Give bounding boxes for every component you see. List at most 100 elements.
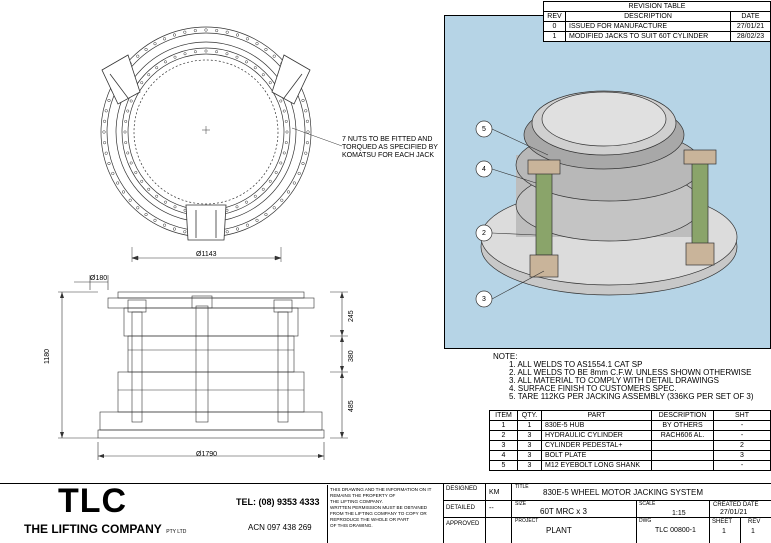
bolt-hole	[255, 218, 259, 222]
bolt-hole	[268, 81, 272, 85]
elevation-dim-segment: 380	[348, 350, 355, 362]
bolt-hole	[264, 47, 268, 52]
table-row: 3 3 CYLINDER PEDESTAL+ 2	[489, 440, 771, 451]
bolt-hole	[193, 50, 197, 54]
bolt-hole	[155, 194, 159, 198]
company-acn: ACN 097 438 269	[248, 523, 312, 532]
company-name: THE LIFTING COMPANY	[24, 522, 162, 536]
bolt-hole	[134, 171, 138, 174]
company-logo: TLC	[58, 482, 128, 520]
bolt-hole	[253, 194, 257, 198]
iso-balloon-label: 5	[482, 126, 486, 133]
bolt-hole	[103, 141, 107, 145]
bom-header: ITEM	[489, 410, 518, 421]
revision-cell: 28/02/23	[730, 31, 771, 42]
tb-divider	[511, 483, 512, 543]
bom-header: QTY.	[517, 410, 542, 421]
size-label: SIZE	[515, 501, 527, 507]
bolt-hole	[272, 206, 276, 210]
bolt-hole	[123, 130, 127, 134]
disclaimer-line: OF THIS DRAWING.	[330, 523, 373, 528]
note-item: 4. SURFACE FINISH TO CUSTOMERS SPEC.	[509, 384, 677, 393]
bolt-hole	[272, 54, 276, 58]
bom-cell: 1	[517, 420, 542, 431]
dwg-label: DWG	[639, 518, 652, 524]
bolt-hole	[235, 227, 240, 231]
bolt-hole	[261, 73, 265, 77]
bom-cell: BY OTHERS	[651, 420, 714, 431]
elevation-dim-bottom: Ø1790	[196, 451, 218, 458]
company-tel: TEL: (08) 9353 4333	[236, 497, 320, 507]
bom-cell: 3	[517, 450, 542, 461]
bolt-hole	[129, 161, 133, 165]
bom-cell: BOLT PLATE	[541, 450, 652, 461]
created-label: CREATED DATE	[713, 502, 759, 508]
bolt-hole	[121, 190, 126, 194]
bom-cell: RACH606 AL.	[651, 430, 714, 441]
disclaimer-line: REMAINS THE PROPERTY OF	[330, 493, 396, 498]
disclaimer-line: WRITTEN PERMISSION MUST BE OBTAINED	[330, 505, 428, 510]
bom-cell: 830E-5 HUB	[541, 420, 652, 431]
revision-cell: 1	[543, 31, 566, 42]
revision-header: DATE	[730, 11, 771, 22]
table-row: 0 ISSUED FOR MANUFACTURE 27/01/21	[543, 21, 771, 32]
revision-header: DESCRIPTION	[565, 11, 731, 22]
bom-cell: HYDRAULIC CYLINDER	[541, 430, 652, 441]
bolt-hole	[204, 49, 208, 53]
detailed-label: DETAILED	[446, 505, 475, 511]
bolt-hole	[153, 218, 157, 222]
bom-cell: 2	[489, 430, 518, 441]
bolt-hole	[282, 151, 286, 155]
tb-divider	[443, 500, 771, 501]
bolt-hole	[274, 171, 278, 174]
scale-value: 1:15	[672, 510, 686, 517]
bolt-hole	[107, 161, 111, 166]
bolt-hole	[268, 179, 272, 183]
bolt-hole	[225, 52, 229, 56]
disclaimer-line: FROM THE LIFTING COMPANY TO COPY OR	[330, 511, 427, 516]
revision-cell: 0	[543, 21, 566, 32]
bolt-hole	[183, 230, 187, 234]
note-item: 2. ALL WELDS TO BE 8mm C.F.W. UNLESS SHO…	[509, 368, 752, 377]
bolt-hole	[104, 109, 108, 113]
bom-cell: 5	[489, 460, 518, 471]
bom-cell	[651, 450, 714, 461]
bolt-hole	[304, 109, 308, 113]
rev-value: 1	[751, 528, 755, 535]
bom-cell: 3	[517, 430, 542, 441]
bolt-hole	[126, 151, 130, 155]
bolt-hole	[285, 130, 289, 134]
bolt-hole	[306, 130, 310, 134]
bolt-hole	[280, 198, 284, 202]
bolt-hole	[286, 190, 291, 194]
elevation-dim-overall: 1180	[44, 348, 51, 364]
bolt-hole	[162, 223, 167, 227]
plan-note-line: 7 NUTS TO BE FITTED AND	[342, 136, 433, 143]
table-row: 1 MODIFIED JACKS TO SUIT 60T CYLINDER 28…	[543, 31, 771, 42]
plan-note-line: TORQUED AS SPECIFIED BY	[342, 144, 438, 151]
bolt-hole	[245, 223, 250, 227]
revision-table-title: REVISION TABLE	[543, 1, 771, 12]
bolt-hole	[129, 99, 133, 103]
elevation-dim-segment: 245	[348, 310, 355, 322]
note-item: 3. ALL MATERIAL TO COMPLY WITH DETAIL DR…	[509, 376, 719, 385]
bolt-hole	[255, 42, 259, 46]
bolt-hole	[183, 52, 187, 56]
bolt-hole	[140, 179, 144, 183]
bolt-hole	[301, 98, 305, 103]
bolt-hole	[102, 130, 106, 134]
bolt-hole	[261, 187, 265, 191]
notes-heading: NOTE:	[493, 352, 518, 361]
disclaimer-line: THE LIFTING COMPANY.	[330, 499, 383, 504]
bolt-hole	[183, 30, 187, 34]
bom-cell: CYLINDER PEDESTAL+	[541, 440, 652, 451]
bom-cell: M12 EYEBOLT LONG SHANK	[541, 460, 652, 471]
bolt-hole	[215, 50, 219, 54]
title-label: TITLE	[515, 484, 529, 490]
bolt-hole	[204, 28, 208, 32]
bolt-hole	[235, 55, 239, 59]
bom-cell	[651, 460, 714, 471]
iso-balloon-label: 2	[482, 230, 486, 237]
tb-divider	[740, 517, 741, 543]
bom-cell: 3	[713, 450, 771, 461]
